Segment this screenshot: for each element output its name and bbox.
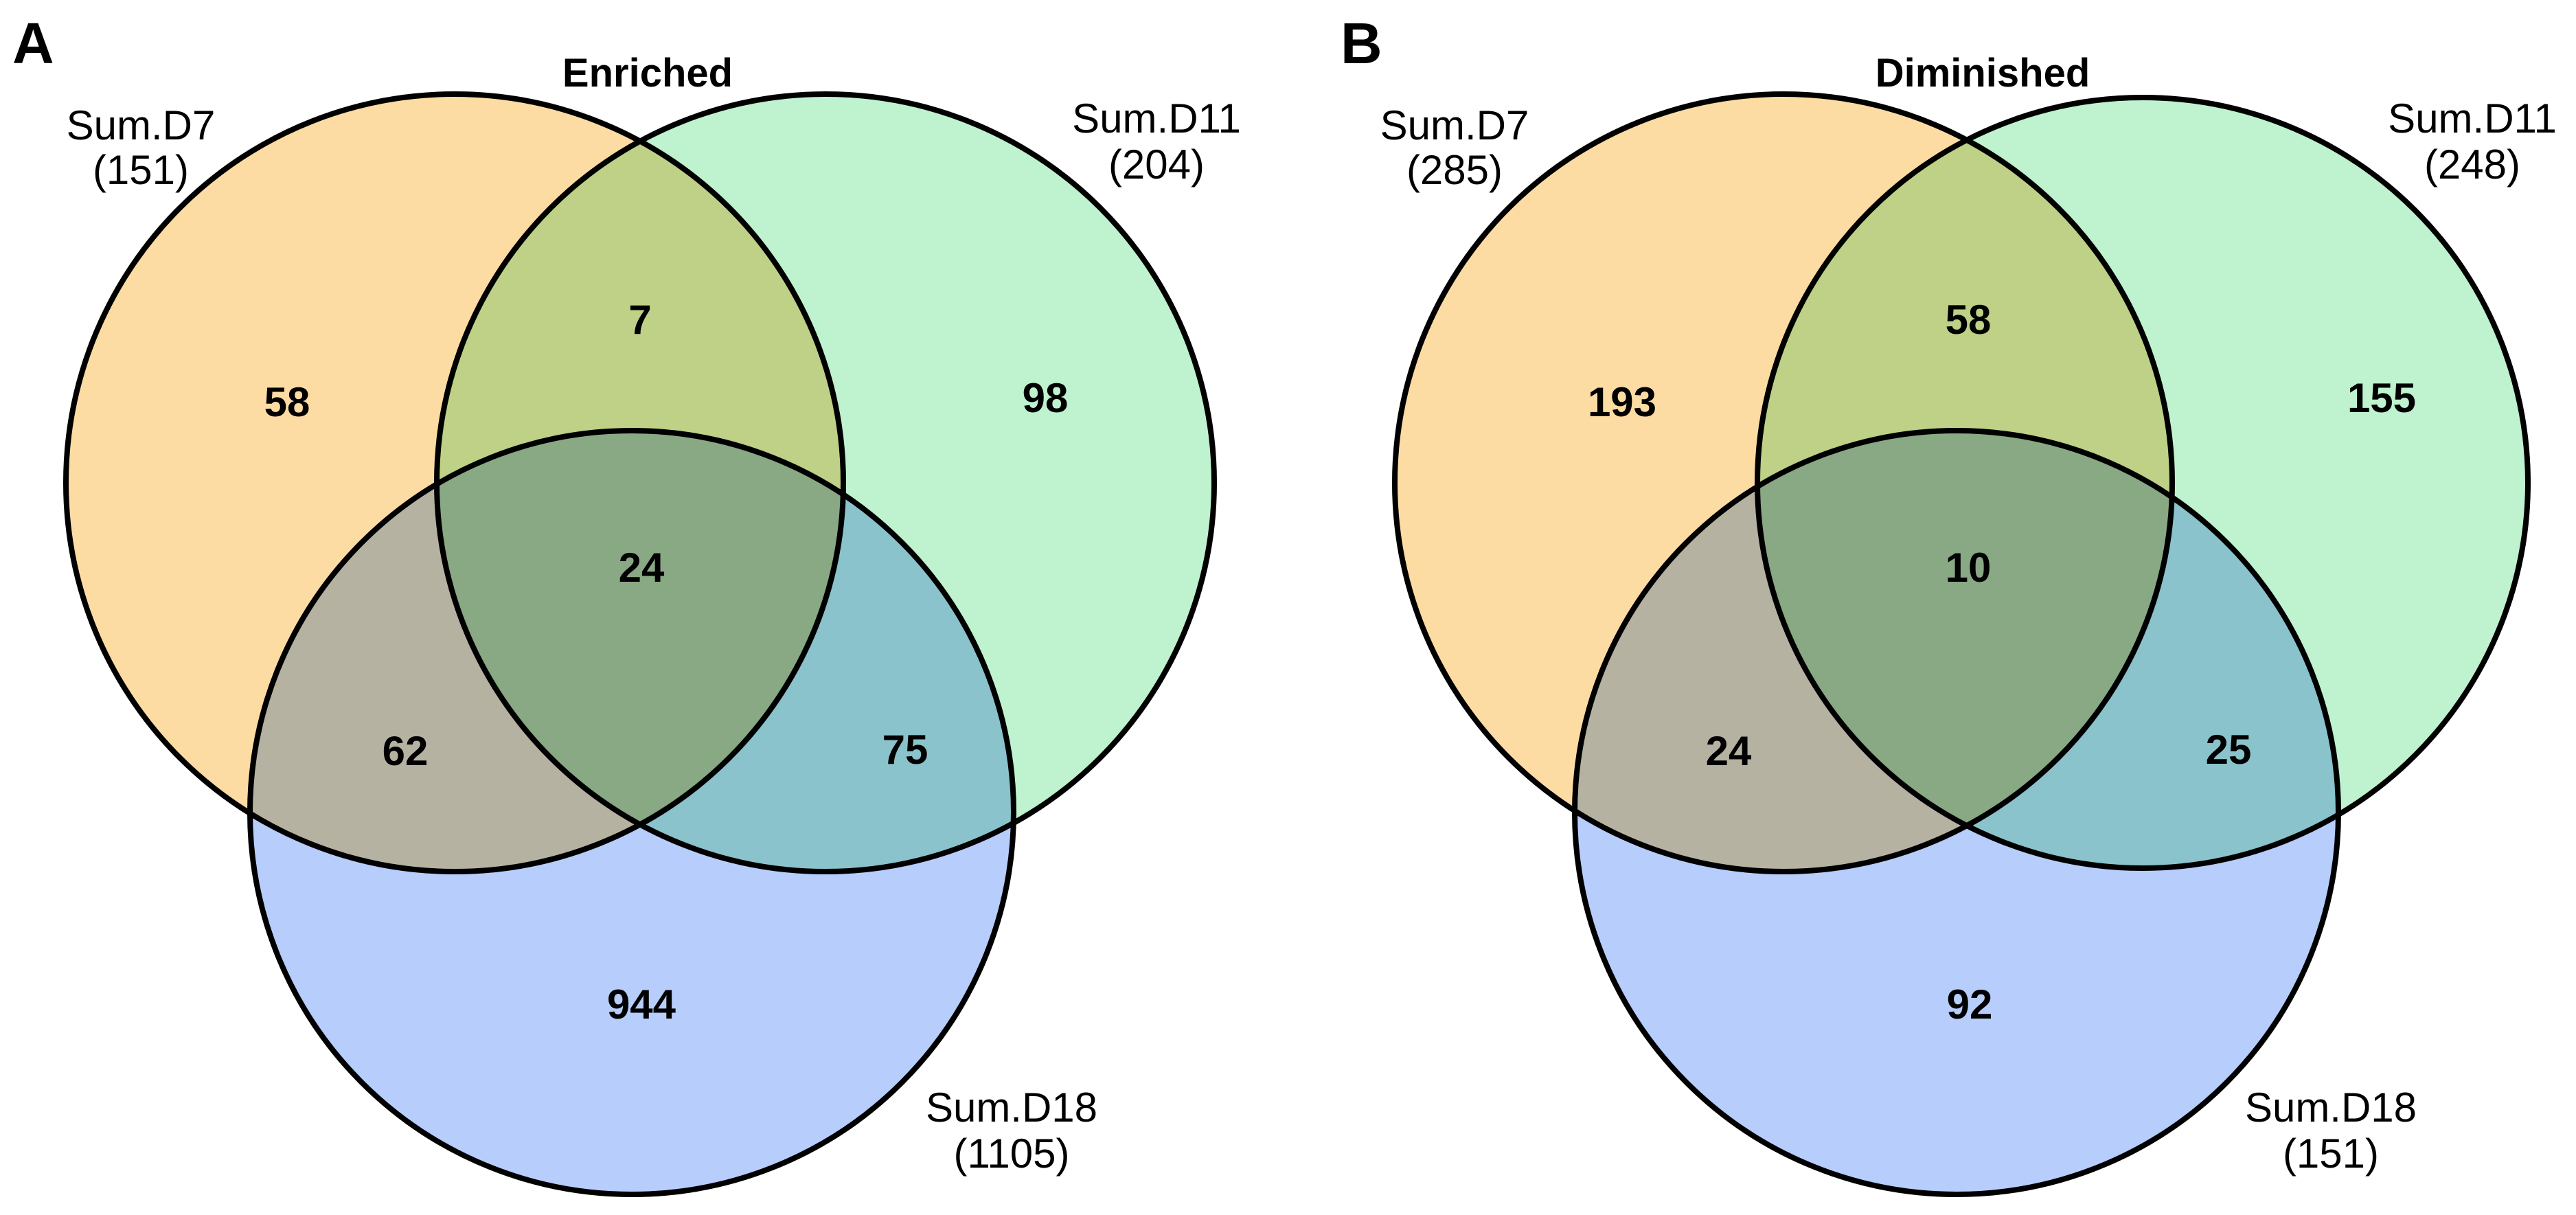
- panel-b-d7-d18-count: 24: [1706, 728, 1752, 774]
- panel-a-circle-d7-outline: [63, 91, 846, 874]
- panel-a-d7-d18-count: 62: [383, 728, 429, 774]
- panel-b-d11-name: Sum.D11: [2388, 95, 2557, 141]
- panel-b-circle-d11-outline: [1755, 95, 2531, 871]
- panel-a-all-three-count: 24: [619, 545, 665, 591]
- panel-b: B Diminished Sum.D7 (285) Sum.D11 (248) …: [1341, 11, 2557, 1197]
- panel-b-circle-d7-outline: [1392, 91, 2175, 874]
- panel-a-letter: A: [12, 11, 54, 76]
- panel-a-circle-d18-outline: [247, 428, 1016, 1197]
- panel-a-d11-total: (204): [1108, 141, 1205, 188]
- panel-b-only-d18-count: 92: [1947, 981, 1993, 1027]
- panel-a-d7-name: Sum.D7: [67, 102, 216, 148]
- panel-a-circle-d18-fill: [250, 431, 1014, 1194]
- panel-a-d11-d18-count: 75: [882, 727, 928, 773]
- panel-a-venn: [63, 91, 1217, 1197]
- panel-a-only-d11-count: 98: [1023, 375, 1069, 421]
- panel-b-all-three-count: 10: [1946, 545, 1992, 591]
- panel-b-circle-d18-outline: [1572, 428, 2341, 1197]
- panel-a-d18-name: Sum.D18: [926, 1085, 1097, 1131]
- panel-b-d7-d11-count: 58: [1946, 297, 1992, 343]
- panel-b-only-d11-count: 155: [2347, 375, 2416, 421]
- panel-b-d7-total: (285): [1406, 147, 1503, 193]
- panel-b-letter: B: [1341, 11, 1382, 76]
- panel-a-only-d7-count: 58: [264, 379, 310, 425]
- panel-b-d11-d18-count: 25: [2206, 727, 2252, 773]
- panel-a-d7-d11-count: 7: [628, 297, 651, 343]
- panel-b-venn: [1392, 91, 2531, 1197]
- panel-b-title: Diminished: [1876, 51, 2090, 95]
- panel-b-d18-total: (151): [2283, 1131, 2379, 1177]
- panel-b-only-d7-count: 193: [1588, 379, 1656, 425]
- panel-b-d18-name: Sum.D18: [2245, 1085, 2417, 1131]
- panel-a-only-d18-count: 944: [607, 981, 676, 1027]
- panel-a-title: Enriched: [562, 51, 733, 95]
- panel-a: A Enriched Sum.D7 (151) Sum.D11 (204) Su…: [12, 11, 1241, 1197]
- panel-a-d7-total: (151): [93, 147, 189, 193]
- panel-a-d18-total: (1105): [954, 1131, 1070, 1177]
- panel-b-d7-name: Sum.D7: [1380, 102, 1529, 148]
- panel-a-d11-name: Sum.D11: [1072, 95, 1241, 141]
- panel-b-d11-total: (248): [2424, 141, 2520, 188]
